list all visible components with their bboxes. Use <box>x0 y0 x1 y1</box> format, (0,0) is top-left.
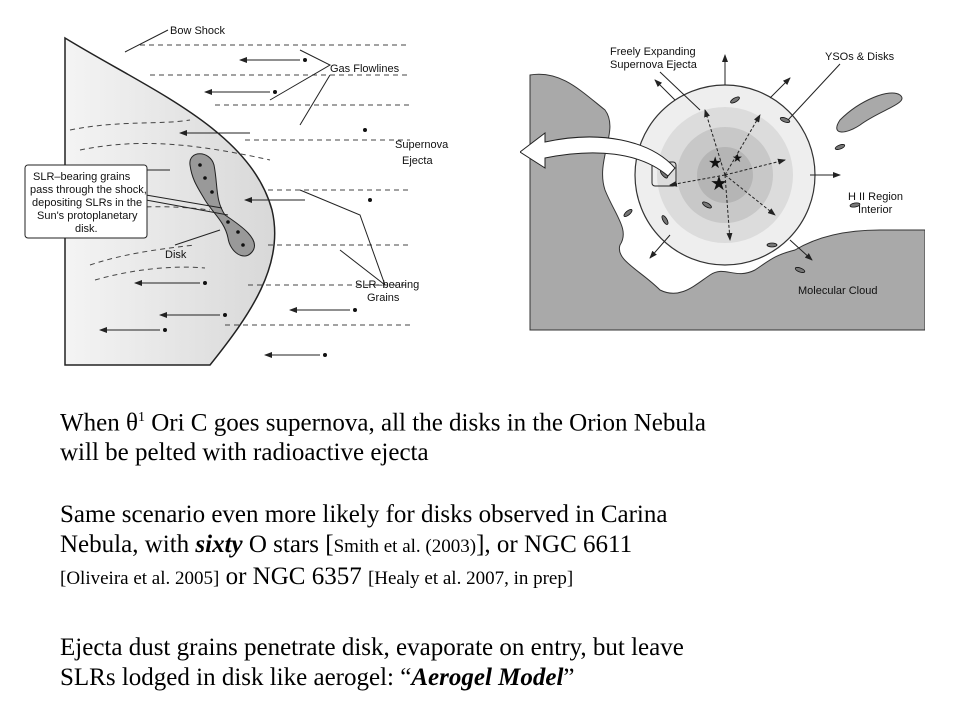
gas-flowlines <box>69 44 410 326</box>
aerogel-model: Aerogel Model <box>411 664 564 691</box>
yso-disks <box>623 96 861 273</box>
paragraph-carina: Same scenario even more likely for disks… <box>60 501 668 590</box>
paragraph-supernova: When θ1 Ori C goes supernova, all the di… <box>60 409 706 467</box>
molecular-cloud <box>529 73 925 331</box>
hii-region-label-2: Interior <box>858 204 893 216</box>
svg-text:★: ★ <box>708 153 722 172</box>
ejecta-arrows <box>99 57 350 358</box>
callout-box <box>24 164 148 239</box>
ref-oliveira: [Oliveira et al. 2005] <box>60 568 220 589</box>
freely-expanding-label-2: Supernova Ejecta <box>610 59 698 71</box>
ejecta-dots <box>163 58 372 357</box>
disk-label: Disk <box>165 249 187 261</box>
theta-symbol: θ <box>125 409 138 437</box>
hii-region-label: H II Region <box>848 191 903 203</box>
bow-shock-diagram: SLR–bearing grains pass through the shoc… <box>24 25 449 366</box>
ref-smith: Smith et al. (2003) <box>333 536 477 557</box>
svg-text:★: ★ <box>732 151 743 165</box>
slr-grains-label-2: Grains <box>367 292 400 304</box>
freely-expanding-label: Freely Expanding <box>610 46 696 58</box>
molecular-cloud-label: Molecular Cloud <box>798 285 877 297</box>
ref-healy: [Healy et al. 2007, in prep] <box>367 568 574 589</box>
paragraph-aerogel: Ejecta dust grains penetrate disk, evapo… <box>60 634 684 691</box>
shocked-region <box>64 36 276 366</box>
slr-grains-label: SLR–bearing <box>355 279 419 291</box>
bow-shock-label: Bow Shock <box>170 25 226 37</box>
supernova-ejecta-label: Supernova <box>395 139 449 151</box>
callout-text: SLR–bearing grains pass through the shoc… <box>30 171 150 235</box>
gas-flowlines-label: Gas Flowlines <box>330 63 400 75</box>
hii-region-diagram: ★ ★ ★ Freely Expanding Supernova Eject <box>520 46 925 331</box>
supernova-ejecta-label-2: Ejecta <box>402 155 433 167</box>
ysos-label: YSOs & Disks <box>825 51 895 63</box>
zoom-arrow <box>520 131 676 177</box>
expanding-ejecta-arrows <box>669 109 786 241</box>
